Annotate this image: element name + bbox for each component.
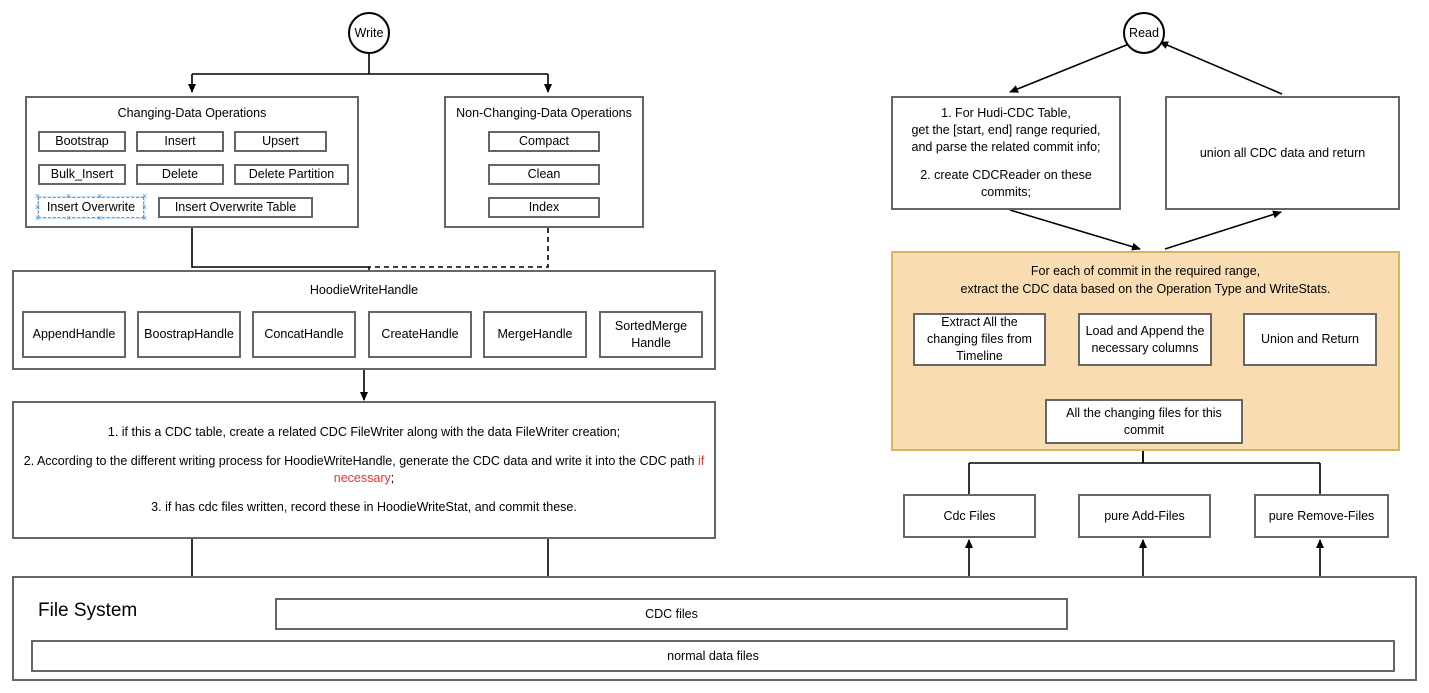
read-start-node[interactable]: Read [1123,12,1165,54]
source-pure-remove-files[interactable]: pure Remove-Files [1254,494,1389,538]
op-upsert[interactable]: Upsert [234,131,327,152]
write-note-3: 3. if has cdc files written, record thes… [151,499,577,514]
cdc-files-region[interactable]: CDC files [275,598,1068,630]
step-all-changing-files-for-commit[interactable]: All the changing files for this commit [1045,399,1243,444]
op-insert-overwrite[interactable]: Insert Overwrite [37,196,145,219]
read-union-box-label: union all CDC data and return [1199,145,1366,160]
commit-extraction-title-line-1: For each of commit in the required range… [1030,264,1261,278]
source-pure-remove-files-label: pure Remove-Files [1268,508,1375,523]
read-prepare-box[interactable]: 1. For Hudi-CDC Table, get the [start, e… [891,96,1121,210]
write-notes-content: 1. if this a CDC table, create a related… [14,424,714,516]
handle-boostrap[interactable]: BoostrapHandle [137,311,241,358]
step-extract-changing-files[interactable]: Extract All the changing files from Time… [913,313,1046,366]
cdc-files-region-label: CDC files [645,606,698,621]
write-note-2-post: ; [390,471,395,485]
handle-sorted-merge-label: SortedMerge Handle [614,318,688,350]
source-pure-add-files-label: pure Add-Files [1104,508,1185,523]
op-upsert-label: Upsert [262,134,299,149]
step-load-append-columns[interactable]: Load and Append the necessary columns [1078,313,1212,366]
write-notes-box[interactable]: 1. if this a CDC table, create a related… [12,401,716,539]
op-delete-partition-label: Delete Partition [248,167,335,182]
source-cdc-files[interactable]: Cdc Files [903,494,1036,538]
write-note-2-highlight: if necessary [333,454,705,485]
normal-data-files-region-label: normal data files [667,648,759,663]
op-bootstrap-label: Bootstrap [55,134,109,149]
op-insert-overwrite-label: Insert Overwrite [46,200,136,215]
op-bulk-insert-label: Bulk_Insert [50,167,114,182]
op-index-label: Index [528,200,560,215]
read-prepare-line-1: 1. For Hudi-CDC Table, [941,105,1071,120]
read-prepare-content: 1. For Hudi-CDC Table, get the [start, e… [893,105,1119,201]
read-union-box[interactable]: union all CDC data and return [1165,96,1400,210]
write-note-2: 2. According to the different writing pr… [22,453,706,487]
op-bootstrap[interactable]: Bootstrap [38,131,126,152]
op-bulk-insert[interactable]: Bulk_Insert [38,164,126,185]
op-insert-overwrite-table-label: Insert Overwrite Table [174,200,297,215]
step-load-append-columns-label: Load and Append the necessary columns [1085,323,1205,355]
op-compact[interactable]: Compact [488,131,600,152]
read-prepare-line-2: get the [start, end] range requried, [911,122,1101,137]
handle-merge[interactable]: MergeHandle [483,311,587,358]
non-changing-data-operations-title: Non-Changing-Data Operations [456,106,632,120]
step-union-and-return-label: Union and Return [1261,332,1359,347]
handle-append[interactable]: AppendHandle [22,311,126,358]
normal-data-files-region[interactable]: normal data files [31,640,1395,672]
op-insert-label: Insert [164,134,196,149]
hoodie-write-handle-title: HoodieWriteHandle [309,283,419,297]
changing-data-operations-title: Changing-Data Operations [117,106,267,120]
op-index[interactable]: Index [488,197,600,218]
commit-extraction-title-line-2: extract the CDC data based on the Operat… [960,282,1331,297]
step-union-and-return[interactable]: Union and Return [1243,313,1377,366]
write-start-node[interactable]: Write [348,12,390,54]
read-prepare-spacer [901,155,1111,167]
step-extract-changing-files-label: Extract All the changing files from Time… [927,315,1032,363]
hoodie-write-handle-group[interactable]: HoodieWriteHandle [12,270,716,370]
op-insert-overwrite-table[interactable]: Insert Overwrite Table [158,197,313,218]
source-cdc-files-label: Cdc Files [943,508,996,523]
op-delete-label: Delete [161,167,199,182]
op-compact-label: Compact [518,134,570,149]
source-pure-add-files[interactable]: pure Add-Files [1078,494,1211,538]
write-start-label: Write [354,26,384,40]
read-prepare-line-5: commits; [981,185,1031,200]
handle-merge-label: MergeHandle [497,327,573,342]
write-note-1: 1. if this a CDC table, create a related… [107,425,621,440]
read-prepare-line-4: 2. create CDCReader on these [920,168,1092,183]
write-note-2-pre: 2. According to the different writing pr… [23,454,698,469]
op-clean[interactable]: Clean [488,164,600,185]
op-clean-label: Clean [527,167,561,182]
handle-boostrap-label: BoostrapHandle [144,327,234,342]
op-insert[interactable]: Insert [136,131,224,152]
read-start-label: Read [1129,26,1159,40]
read-prepare-line-3: and parse the related commit info; [911,139,1101,154]
op-delete[interactable]: Delete [136,164,224,185]
file-system-label: File System [38,600,138,621]
op-delete-partition[interactable]: Delete Partition [234,164,349,185]
step-all-changing-files-for-commit-label: All the changing files for this commit [1066,405,1222,437]
handle-create[interactable]: CreateHandle [368,311,472,358]
handle-concat[interactable]: ConcatHandle [252,311,356,358]
handle-sorted-merge[interactable]: SortedMerge Handle [599,311,703,358]
handle-concat-label: ConcatHandle [264,327,344,342]
handle-append-label: AppendHandle [32,327,116,342]
commit-extraction-title: For each of commit in the required range… [893,262,1398,298]
handle-create-label: CreateHandle [381,327,459,342]
